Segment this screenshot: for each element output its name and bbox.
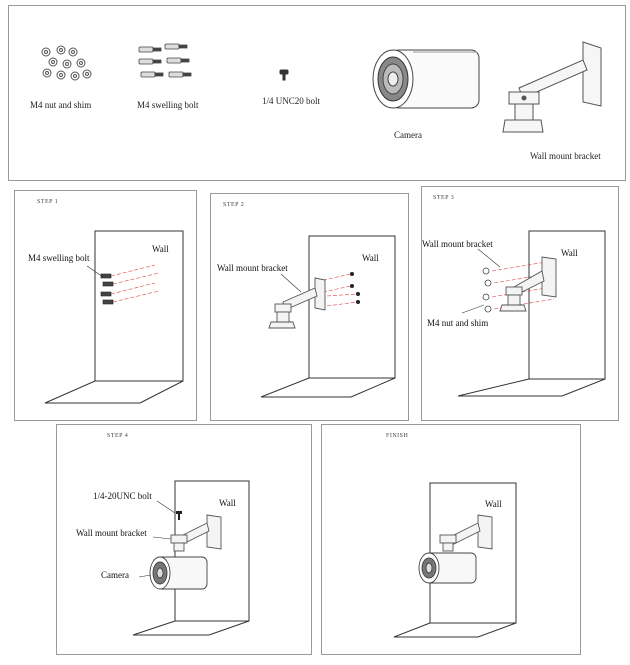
swelling-bolt-icon	[100, 273, 114, 305]
wall-mount-bracket-icon	[502, 41, 602, 133]
step4-unc-label: 1/4-20UNC bolt	[93, 491, 152, 501]
step1-panel: STEP 1 Wall M4 swelling bolt	[14, 190, 197, 421]
finish-wall-label: Wall	[485, 499, 502, 509]
step4-title: STEP 4	[107, 433, 129, 439]
step3-panel: STEP 3 Wall Wall mount bracket M4 nut an…	[421, 186, 619, 421]
step1-illustration	[44, 230, 184, 404]
drill-lines	[322, 273, 358, 307]
label-camera: Camera	[394, 130, 422, 140]
step4-wall-label: Wall	[219, 498, 236, 508]
label-swelling-bolt: M4 swelling bolt	[137, 100, 199, 110]
leader-line	[280, 273, 302, 293]
leader-line	[138, 574, 152, 578]
step2-panel: STEP 2 Wall Wall mount bracket	[210, 193, 409, 421]
leader-line	[461, 304, 485, 314]
wall-icon	[260, 235, 396, 398]
finish-illustration	[393, 482, 517, 638]
wall-mount-bracket-icon	[499, 256, 557, 312]
step2-illustration	[260, 235, 396, 398]
step2-bracket-label: Wall mount bracket	[217, 263, 288, 273]
m4-nut-icon	[41, 45, 92, 81]
leader-line	[152, 536, 172, 540]
step1-bolt-label: M4 swelling bolt	[28, 253, 90, 263]
step2-wall-label: Wall	[362, 253, 379, 263]
step3-illustration	[457, 230, 606, 397]
step2-title: STEP 2	[223, 202, 245, 208]
drill-lines	[110, 264, 160, 303]
step3-title: STEP 3	[433, 195, 455, 201]
swelling-bolt-icon	[138, 43, 192, 78]
bolt-heads	[350, 272, 360, 304]
step1-title: STEP 1	[37, 199, 59, 205]
step3-nut-label: M4 nut and shim	[427, 318, 489, 328]
label-unc-bolt: 1/4 UNC20 bolt	[262, 96, 321, 106]
leader-line	[86, 265, 104, 278]
m4-nut-icon	[482, 267, 492, 313]
label-m4-nut: M4 nut and shim	[30, 100, 92, 110]
leader-line	[477, 248, 501, 268]
wall-icon	[457, 230, 606, 397]
camera-icon	[149, 556, 208, 590]
finish-title: FINISH	[386, 433, 409, 439]
parts-panel: M4 nut and shim M4 swelling bolt 1/4 UNC…	[8, 5, 626, 181]
step3-wall-label: Wall	[561, 248, 578, 258]
label-bracket: Wall mount bracket	[530, 151, 601, 161]
step4-panel: STEP 4 Wall 1/4-20UNC bolt Wall mou	[56, 424, 312, 655]
wall-icon	[44, 230, 184, 404]
step4-camera-label: Camera	[101, 570, 129, 580]
wall-mount-bracket-icon	[268, 277, 326, 329]
unc-bolt-icon	[176, 511, 182, 520]
finish-panel: FINISH Wall	[321, 424, 581, 655]
step3-bracket-label: Wall mount bracket	[422, 239, 493, 249]
camera-icon	[418, 552, 477, 584]
step4-illustration	[132, 480, 250, 636]
wall-mount-bracket-icon	[170, 514, 222, 552]
wall-mount-bracket-icon	[439, 514, 493, 552]
leader-line	[156, 500, 176, 514]
unc-bolt-icon	[279, 69, 289, 81]
parts-illustration	[41, 41, 602, 133]
step4-bracket-label: Wall mount bracket	[76, 528, 147, 538]
camera-icon	[372, 49, 480, 109]
step1-wall-label: Wall	[152, 244, 169, 254]
